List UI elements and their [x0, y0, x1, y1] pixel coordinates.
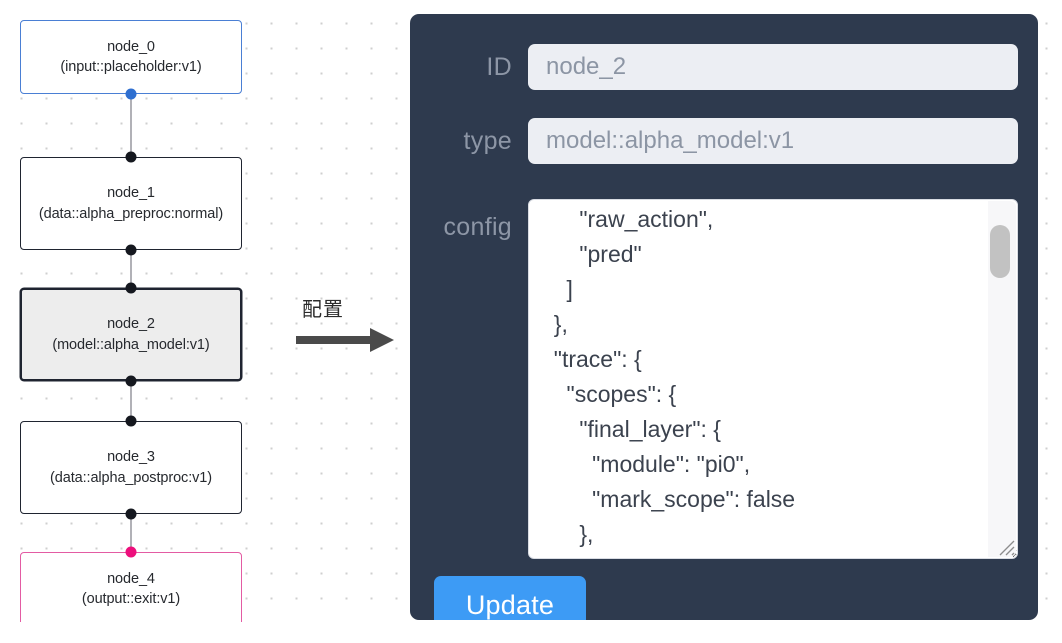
- node-handle-node_3-target[interactable]: [125, 415, 137, 427]
- node-label: node_0(input::placeholder:v1): [60, 37, 201, 78]
- node-handle-node_3-source[interactable]: [125, 508, 137, 520]
- config-field-row: config "raw_action", "pred" ] }, "trace"…: [410, 199, 1018, 559]
- config-scrollbar-track[interactable]: [988, 201, 1016, 557]
- canvas-bottom-edge: [0, 622, 1062, 643]
- config-textarea-wrap: "raw_action", "pred" ] }, "trace": { "sc…: [528, 199, 1018, 559]
- graph-node-node_2[interactable]: node_2(model::alpha_model:v1): [20, 288, 242, 381]
- node-config-panel: ID type config "raw_action", "pred" ] },…: [410, 14, 1038, 620]
- type-input[interactable]: [528, 118, 1018, 164]
- id-label: ID: [486, 52, 512, 81]
- config-textarea[interactable]: "raw_action", "pred" ] }, "trace": { "sc…: [528, 199, 1018, 559]
- node-label: node_2(model::alpha_model:v1): [52, 314, 209, 355]
- config-label: config: [443, 213, 512, 241]
- node-title: node_0: [107, 38, 155, 55]
- node-handle-node_1-source[interactable]: [125, 244, 137, 256]
- graph-node-node_4[interactable]: node_4(output::exit:v1): [20, 552, 242, 626]
- config-scrollbar-thumb[interactable]: [990, 225, 1010, 278]
- node-label: node_4(output::exit:v1): [82, 569, 180, 610]
- flow-annotation: 配置: [296, 297, 400, 353]
- update-button[interactable]: Update: [434, 576, 586, 620]
- node-subtitle: (data::alpha_postproc:v1): [50, 469, 212, 486]
- id-field-row: ID: [410, 44, 1018, 90]
- type-field-row: type: [410, 118, 1018, 164]
- graph-node-node_0[interactable]: node_0(input::placeholder:v1): [20, 20, 242, 94]
- node-handle-node_4-target[interactable]: [125, 546, 137, 558]
- node-handle-node_0-source[interactable]: [125, 88, 137, 100]
- node-subtitle: (input::placeholder:v1): [60, 59, 202, 75]
- node-subtitle: (data::alpha_preproc:normal): [38, 205, 224, 222]
- node-title: node_3: [107, 449, 155, 465]
- edge-node1-node2: [130, 250, 132, 288]
- edge-node0-node1: [130, 94, 132, 157]
- edge-node2-node3: [130, 381, 132, 421]
- node-label: node_3(data::alpha_postproc:v1): [50, 447, 212, 488]
- node-subtitle: (output::exit:v1): [81, 591, 181, 607]
- node-handle-node_2-source[interactable]: [125, 375, 137, 387]
- id-input[interactable]: [528, 44, 1018, 90]
- edge-node3-node4: [130, 514, 132, 552]
- node-title: node_4: [107, 570, 155, 587]
- node-title: node_1: [107, 185, 155, 201]
- right-arrow-icon: [296, 328, 394, 352]
- node-subtitle: (model::alpha_model:v1): [52, 336, 210, 353]
- node-title: node_2: [107, 316, 155, 332]
- flow-annotation-label: 配置: [302, 299, 344, 321]
- node-handle-node_1-target[interactable]: [125, 151, 137, 163]
- type-label: type: [463, 126, 512, 155]
- graph-node-node_1[interactable]: node_1(data::alpha_preproc:normal): [20, 157, 242, 250]
- node-label: node_1(data::alpha_preproc:normal): [39, 183, 223, 224]
- graph-node-node_3[interactable]: node_3(data::alpha_postproc:v1): [20, 421, 242, 514]
- node-handle-node_2-target[interactable]: [125, 282, 137, 294]
